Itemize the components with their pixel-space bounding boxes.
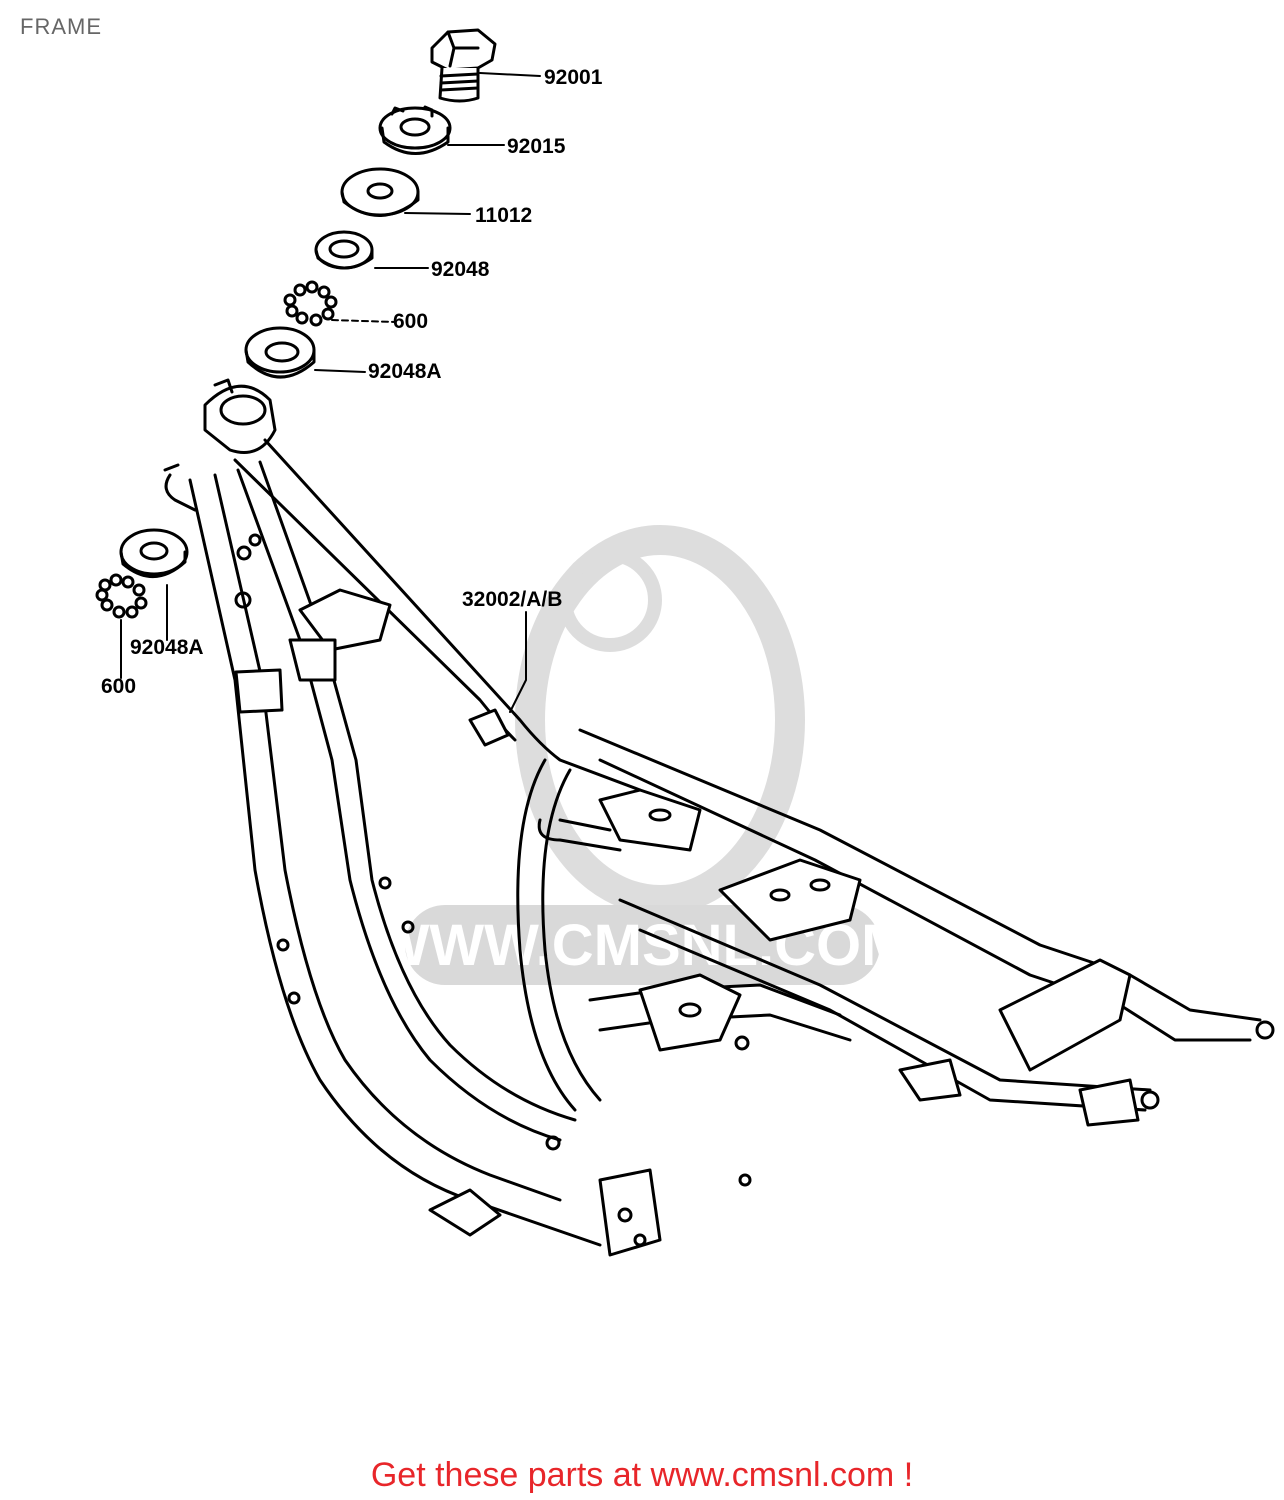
page-title: FRAME — [20, 14, 102, 39]
callout-label-600-lower: 600 — [101, 675, 136, 698]
steering-stem-nut — [378, 105, 452, 155]
bearing-race-outer-lower — [119, 528, 189, 578]
bearing-race-outer-upper — [244, 326, 316, 379]
frame-body — [163, 378, 1275, 1257]
steel-balls-lower — [95, 573, 148, 619]
steel-balls-upper — [283, 280, 338, 327]
callout-label-92048: 92048 — [431, 258, 490, 281]
footer-link[interactable]: Get these parts at www.cmsnl.com ! — [370, 1456, 914, 1494]
callout-labels: 92001 92015 11012 92048 600 92048A 32002… — [101, 66, 603, 698]
callout-label-92001: 92001 — [544, 66, 603, 89]
callout-label-92048a-upper: 92048A — [368, 360, 442, 383]
callout-label-32002: 32002/A/B — [462, 588, 562, 611]
callout-label-92048a-lower: 92048A — [130, 636, 204, 659]
callout-leader-lines — [120, 72, 541, 713]
callout-label-11012: 11012 — [475, 204, 532, 227]
steering-stem-bolt — [430, 28, 497, 103]
callout-label-600-upper: 600 — [393, 310, 428, 333]
bearing-race-upper — [314, 230, 374, 270]
washer — [340, 167, 420, 217]
callout-label-92015: 92015 — [507, 135, 566, 158]
